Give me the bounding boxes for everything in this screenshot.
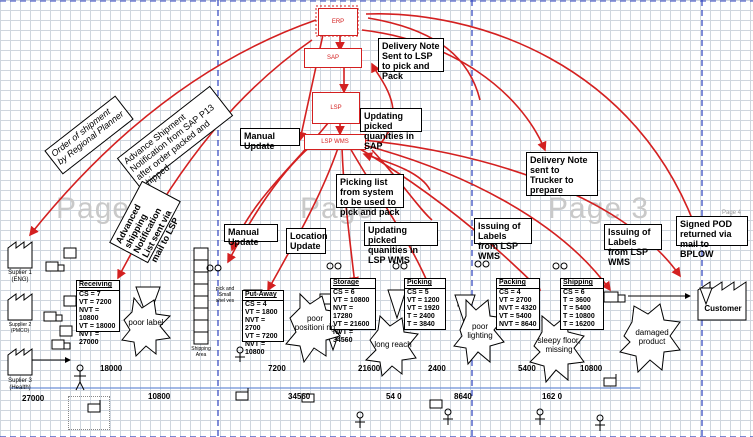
page-watermark: Page	[56, 192, 131, 225]
callout-issuing-labels-1: Issuing of Labels from LSP WMS	[474, 218, 532, 261]
timeline-value: 5400	[518, 364, 536, 373]
timeline-value: 27000	[22, 394, 45, 403]
timeline-value: 162 0	[542, 392, 563, 401]
timeline-value: 8640	[454, 392, 472, 401]
callout-manual-update-top: Manual Update	[240, 128, 300, 151]
callout-updating-wms: Updating picked quanities in LSP WMS	[364, 222, 438, 265]
page-watermark: Page 4	[722, 210, 742, 216]
page-watermark: Page 3	[548, 192, 650, 225]
process-box-put-away: Put-Away CS = 4 VT = 1800 NVT = 2700 VT …	[242, 290, 284, 356]
process-box-picking: Picking CS = 5 VT = 1200 VT = 1920 T = 2…	[404, 278, 446, 330]
kaizen-damaged-product: damaged product	[635, 328, 669, 346]
process-box-packing: Packing CS = 4 VT = 2700 NVT = 4320 VT =…	[496, 278, 540, 330]
process-box-receiving: Receiving CS = 7 VT = 7200 NVT = 10800 V…	[76, 280, 120, 346]
shipping-area-label: Shipping Area	[191, 346, 211, 358]
callout-delivery-note-trucker: Delivery Note sent to Trucker to prepare	[526, 152, 598, 196]
timeline-value: 18000	[100, 364, 123, 373]
erp-system-box: ERP	[318, 8, 358, 36]
kaizen-poor-positioning: poor positioni ng	[294, 314, 336, 332]
kaizen-sleepy-floor: sleepy floor, missing	[537, 336, 581, 354]
timeline-value: 2400	[428, 364, 446, 373]
timeline-value: 10800	[580, 364, 603, 373]
timeline-value: 34560	[288, 392, 311, 401]
callout-location-update: Location Update	[286, 228, 328, 254]
timeline-value: 7200	[268, 364, 286, 373]
kaizen-poor-lighting: poor lighting	[467, 322, 493, 340]
sap-system-box: SAP	[304, 48, 362, 68]
pick-area-label: pick and Small shel ves	[215, 286, 235, 304]
glasses-icons	[206, 260, 568, 272]
kaizen-long-reach: long reach	[374, 340, 412, 349]
process-box-storage: Storage CS = 6 VT = 10800 NVT = 17280 VT…	[330, 278, 376, 344]
lsp-wms-system-box: LSP WMS	[304, 134, 366, 150]
callout-signed-pod: Signed POD returned via mail to BPLOW	[676, 216, 748, 259]
shelving-rack	[193, 247, 209, 345]
supplier-1-label: Suplier 1 (ENG)	[8, 270, 32, 283]
kaizen-poor-label: poor label	[128, 318, 164, 327]
selection-box[interactable]	[68, 396, 110, 430]
operator-figures	[74, 346, 605, 431]
process-box-shipping: Shipping CS = 6 T = 3600 T = 5400 T = 10…	[560, 278, 604, 330]
callout-manual-update-bottom: Manual Update	[224, 224, 278, 247]
timeline-value: 54 0	[386, 392, 402, 401]
callout-delivery-note-lsp: Delivery Note Sent to LSP to pick and Pa…	[378, 38, 444, 81]
callout-issuing-labels-2: Issuing of Labels from LSP WMS	[604, 224, 662, 267]
callout-picking-list: Picking list from system to be used to p…	[336, 174, 404, 217]
supplier-2-label: Supplier 2 (PMCO)	[8, 322, 32, 334]
supplier-3-label: Suplier 3 (Health)	[8, 378, 32, 391]
timeline-value: 21600	[358, 364, 381, 373]
customer-label: Customer	[704, 304, 742, 313]
forklift-icons	[87, 374, 617, 413]
timeline-value: 10800	[148, 392, 171, 401]
callout-updating-sap: Updating picked quanities in SAP	[360, 108, 422, 151]
kaizen-bursts	[121, 292, 681, 384]
truck-icons	[43, 261, 626, 350]
lsp-system-box: LSP	[312, 92, 360, 124]
